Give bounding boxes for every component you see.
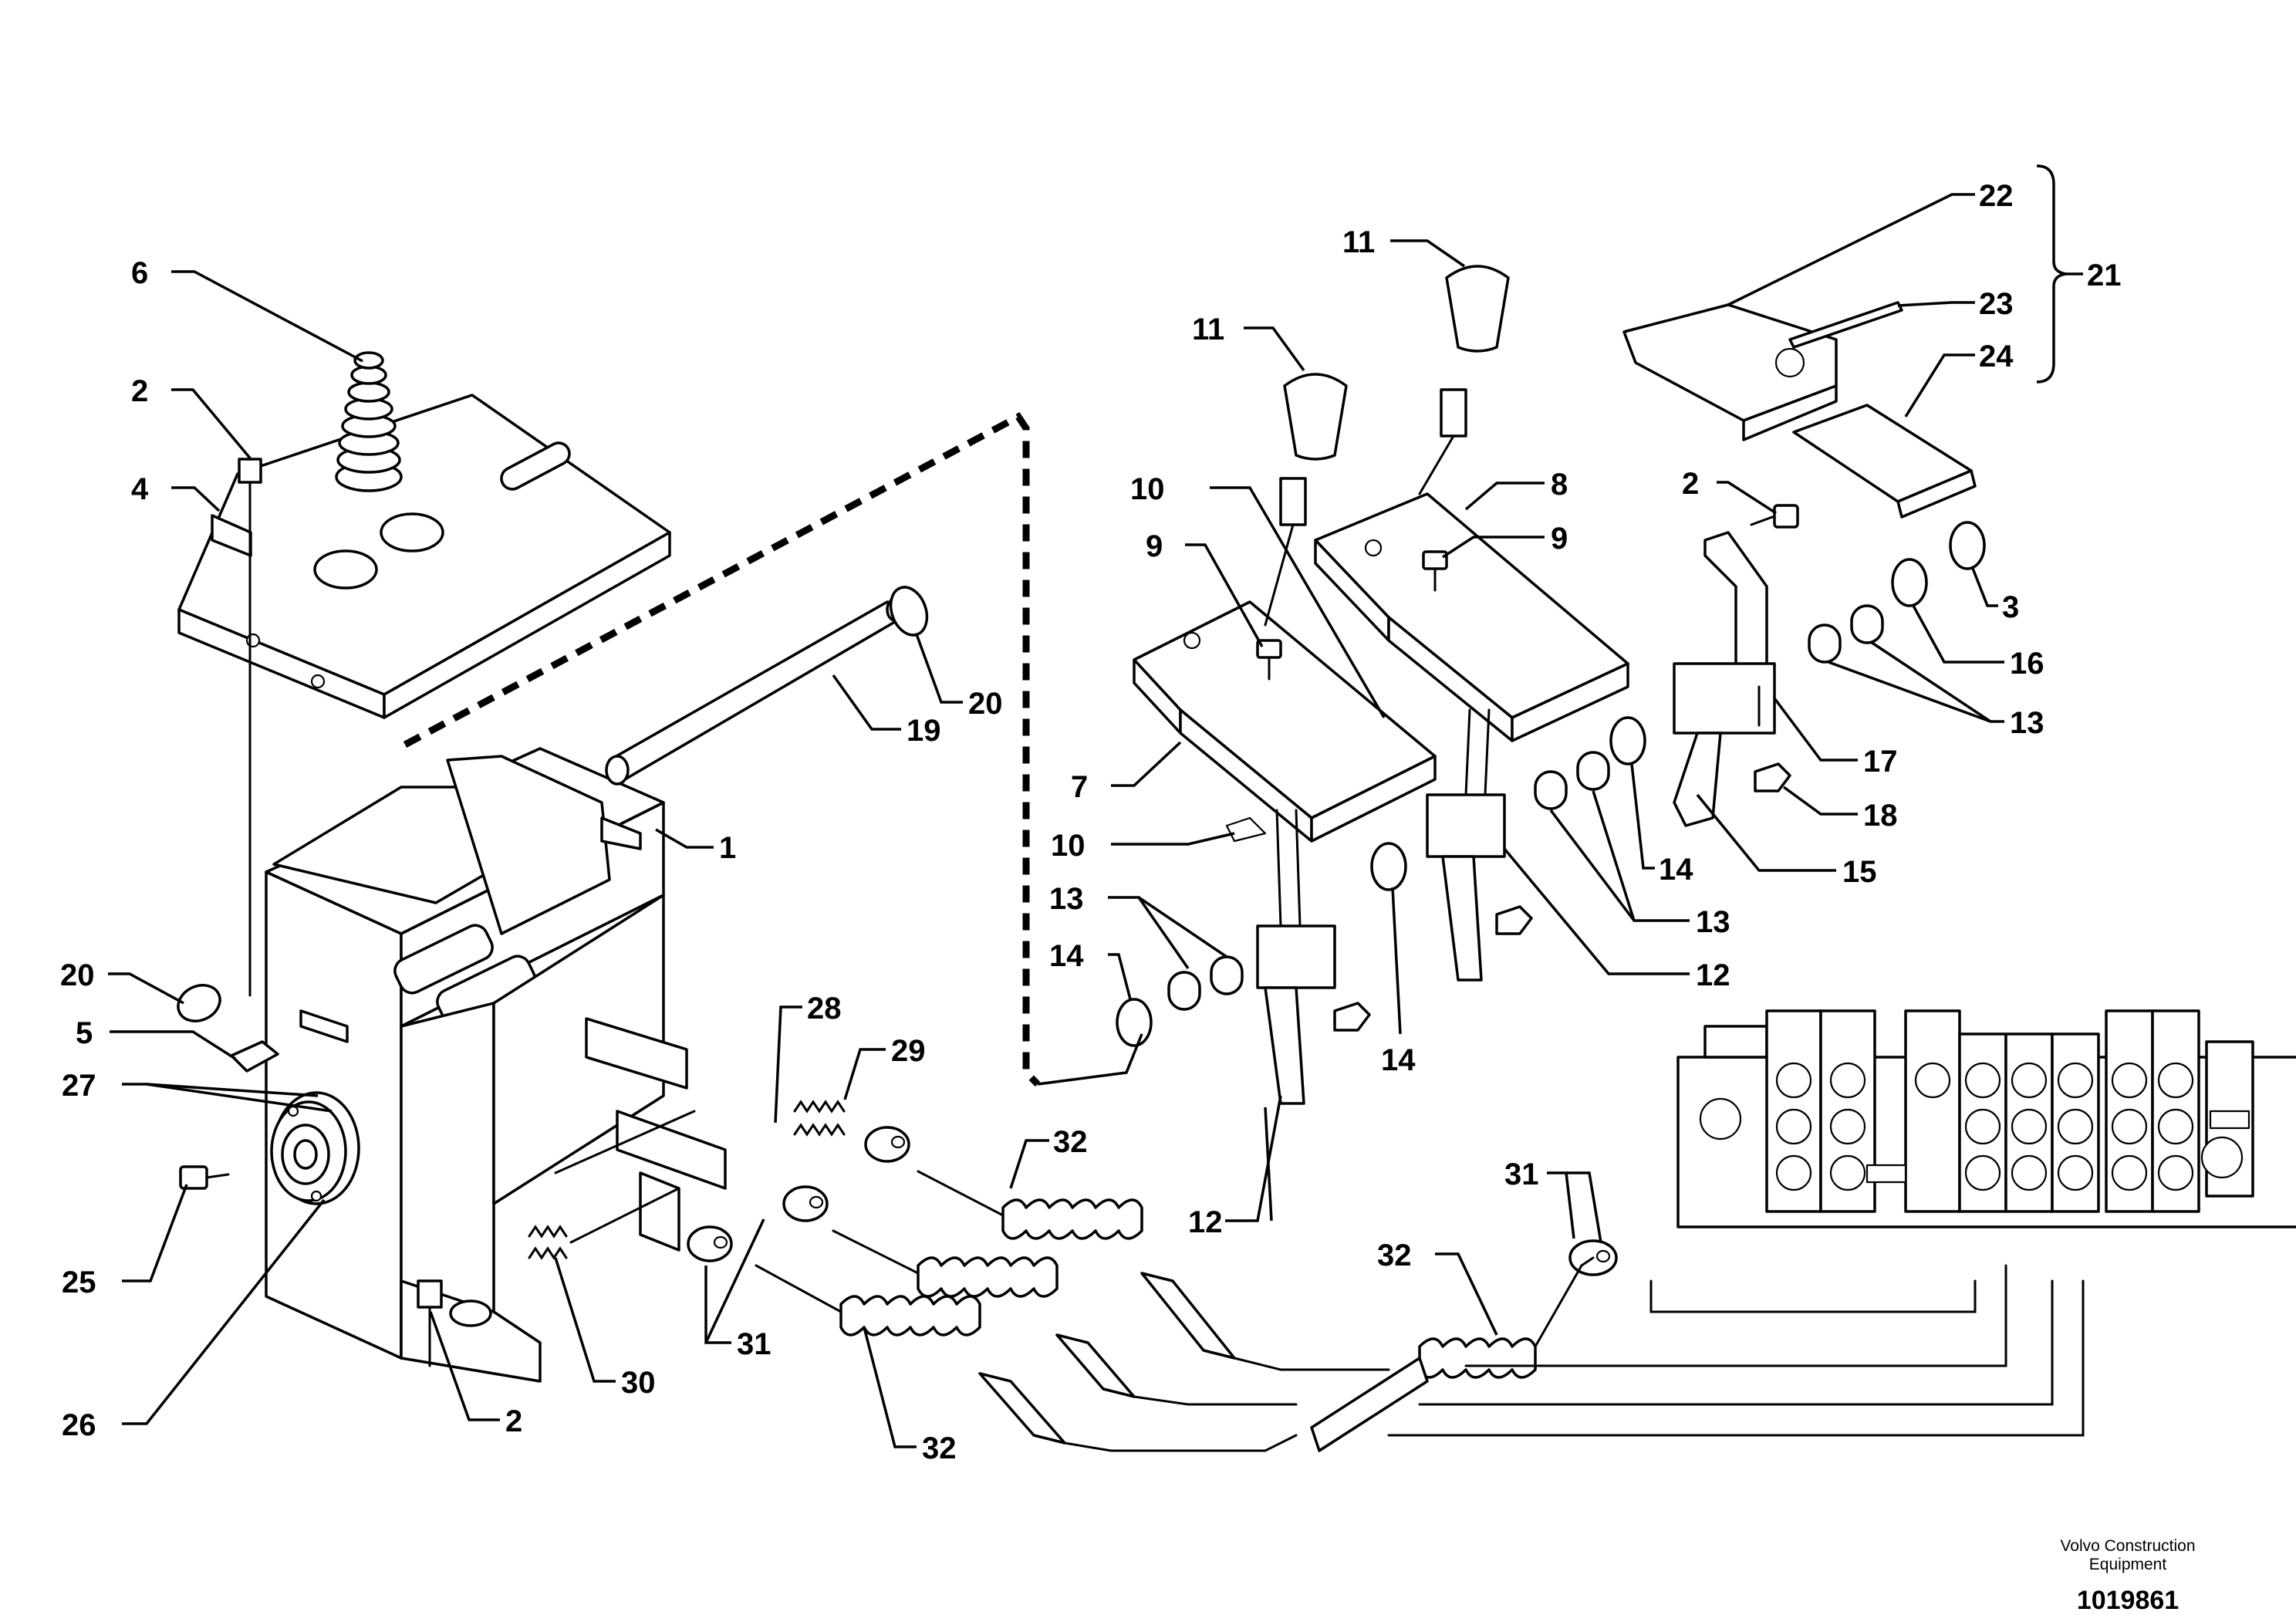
callout-label: 7: [1071, 770, 1088, 804]
knob-right: [1418, 265, 1510, 495]
bearing-assembly: [270, 1091, 360, 1205]
document-number: 1019861: [2077, 1586, 2179, 1615]
callout-label: 12: [1696, 958, 1730, 992]
callout-label: 2: [131, 374, 148, 408]
knob-left: [1264, 373, 1348, 627]
callout-label: 29: [891, 1034, 926, 1068]
pin: [1788, 301, 1903, 349]
callout-label: 26: [62, 1408, 96, 1442]
screw-9-left: [1256, 639, 1282, 681]
clip: [230, 1040, 279, 1073]
bolt-right: [1750, 504, 1799, 529]
callout-label: 2: [1682, 467, 1699, 501]
footer: Volvo Construction Equipment 1019861: [2060, 1537, 2195, 1615]
clevis-3: [687, 1225, 733, 1262]
callout-label: 18: [1863, 799, 1898, 833]
circlip-top: [889, 586, 929, 637]
callout-label: 31: [1504, 1157, 1539, 1191]
callout-label: 8: [1551, 468, 1568, 502]
callout-label: 21: [2087, 259, 2122, 292]
callout-label: 27: [62, 1069, 96, 1103]
callout-label: 20: [968, 687, 1003, 721]
control-valve: [1676, 1009, 2296, 1228]
callout-label: 13: [1696, 905, 1730, 939]
callout-label: 17: [1863, 745, 1898, 779]
callout-label: 32: [1053, 1125, 1088, 1159]
pedal: [1622, 303, 1838, 441]
left-lever-assembly: [1133, 600, 1437, 1105]
callout-label: 25: [62, 1265, 96, 1299]
washer-3: [1949, 521, 1986, 570]
callout-label: 14: [1049, 939, 1084, 973]
cable-1: [917, 1170, 1390, 1371]
callout-label: 15: [1842, 855, 1877, 889]
bushing-13-mid: [1534, 751, 1610, 810]
callout-label: 5: [76, 1016, 93, 1050]
clevis-link: [1580, 1256, 1595, 1267]
bolt-upper: [238, 458, 262, 997]
callout-label: 4: [131, 472, 149, 506]
callout-label: 10: [1130, 472, 1165, 506]
cable-right: [1310, 1264, 2085, 1452]
callout-label: 22: [1979, 179, 2014, 213]
rubber-boot: [335, 351, 403, 492]
nuts: [1333, 762, 1791, 1032]
cable-3: [755, 1264, 1298, 1452]
callout-label: 23: [1979, 287, 2014, 321]
callout-label: 28: [807, 992, 842, 1026]
spring-29: [793, 1100, 846, 1137]
callout-label: 14: [1659, 853, 1693, 887]
callout-label: 20: [60, 958, 95, 992]
callout-label: 14: [1381, 1043, 1416, 1077]
pedal-arm: [1673, 531, 1776, 827]
callout-label: 24: [1979, 340, 2014, 373]
levers: [554, 1017, 727, 1252]
circlip-left: [177, 984, 221, 1022]
callout-label: 10: [1051, 829, 1086, 863]
right-lever-assembly: [1314, 492, 1629, 982]
callout-label: 1: [719, 831, 736, 865]
callout-label: 11: [1192, 313, 1224, 346]
bracket-frame: [265, 747, 665, 1383]
pedal-pad: [1792, 404, 1977, 519]
callout-label: 6: [131, 256, 148, 290]
spring-30: [528, 1225, 568, 1260]
brace: [2036, 164, 2067, 384]
callout-label: 16: [2010, 647, 2044, 681]
callout-label: 11: [1342, 225, 1375, 259]
bushing-13-left: [1167, 955, 1244, 1011]
callout-label: 31: [737, 1327, 772, 1361]
callouts: 1 2 2 2 3 4 5 6 7 8 9 9 10: [60, 164, 2122, 1465]
credit-line-1: Volvo Construction: [2060, 1537, 2195, 1555]
callout-label: 19: [907, 714, 941, 748]
callout-label: 9: [1146, 529, 1163, 563]
shaft: [605, 597, 904, 786]
callout-label: 30: [621, 1366, 656, 1400]
bolt-25: [179, 1165, 230, 1190]
clevis-2: [782, 1185, 829, 1222]
callout-label: 32: [1377, 1238, 1412, 1272]
callout-label: 3: [2002, 590, 2019, 624]
callout-label: 32: [922, 1431, 957, 1465]
clevis-1: [864, 1126, 910, 1163]
screw-9-right: [1422, 550, 1448, 592]
callout-label: 9: [1551, 522, 1568, 556]
callout-label: 2: [505, 1404, 522, 1438]
dashed-link: [403, 412, 1041, 1087]
bolt-lower: [417, 1279, 443, 1367]
callout-label: 12: [1188, 1205, 1223, 1239]
bushing-13-right: [1808, 604, 1884, 664]
cable-2: [832, 1229, 1298, 1406]
credit-line-2: Equipment: [2089, 1556, 2167, 1573]
callout-label: 13: [2010, 706, 2044, 740]
washer-14: [1116, 716, 1646, 1047]
callout-label: 13: [1049, 882, 1084, 916]
cover-plate: [177, 394, 671, 719]
washer-16: [1891, 558, 1928, 607]
